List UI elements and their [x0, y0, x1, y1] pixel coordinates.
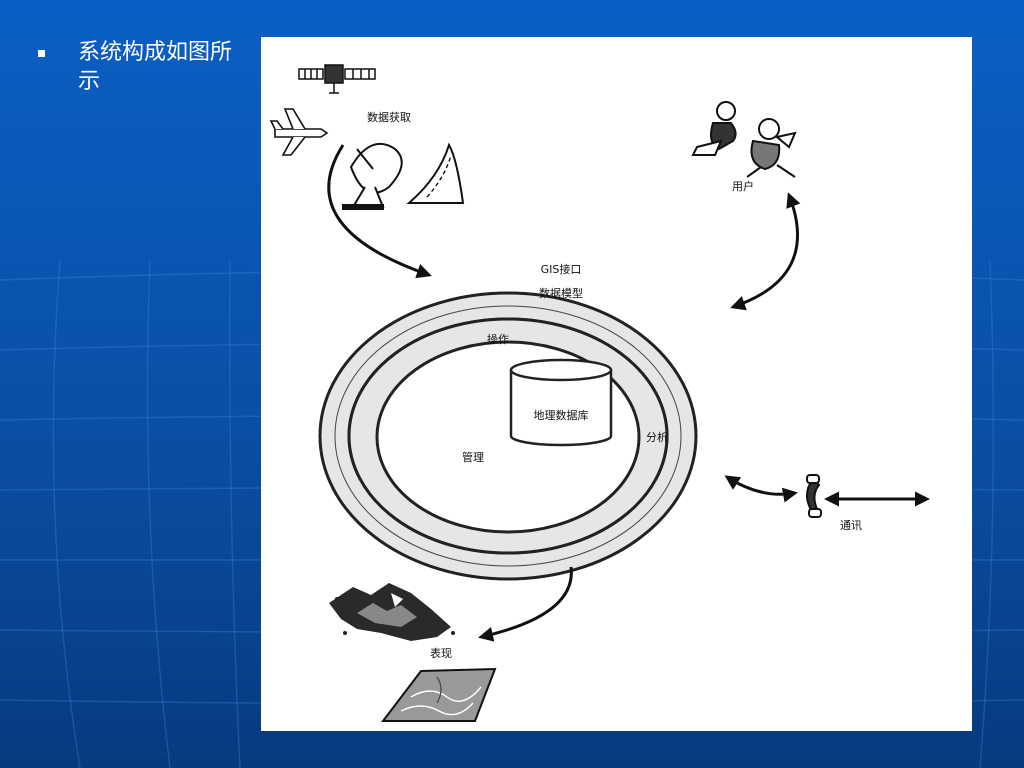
airplane-icon	[269, 108, 329, 156]
arrow-gis-to-presentation	[478, 566, 573, 642]
label-data-model: 数据模型	[539, 286, 583, 300]
label-analysis: 分析	[646, 430, 668, 444]
arrow-users-to-gis	[730, 192, 801, 311]
figure-panel: GIS接口 数据模型 操作 地理数据库 分析 管理 数据获取	[261, 37, 972, 731]
users-icon	[691, 101, 797, 178]
road-icon	[406, 142, 465, 204]
label-gis-interface: GIS接口	[541, 263, 582, 276]
label-management: 管理	[462, 450, 484, 464]
database-cylinder-icon	[509, 358, 613, 447]
outer-ring-divider	[334, 305, 682, 567]
label-geo-database: 地理数据库	[534, 408, 589, 422]
telephone-icon	[806, 474, 822, 518]
satellite-icon	[298, 64, 376, 94]
label-data-acquisition: 数据获取	[367, 110, 411, 124]
map-sheet-icon	[380, 667, 497, 722]
label-presentation: 表现	[430, 646, 452, 660]
label-operation: 操作	[487, 332, 509, 346]
arrow-gis-to-telephone	[724, 475, 798, 503]
label-users: 用户	[732, 179, 754, 193]
bullet-text: 系统构成如图所示	[78, 40, 233, 94]
satellite-dish-icon	[342, 143, 403, 210]
label-communication: 通讯	[840, 519, 862, 532]
gis-system-diagram: GIS接口 数据模型 操作 地理数据库 分析 管理 数据获取	[269, 64, 930, 722]
terrain-image-icon	[329, 583, 455, 641]
bullet-square-icon	[38, 50, 45, 57]
arrow-acquisition-to-gis	[327, 144, 432, 279]
